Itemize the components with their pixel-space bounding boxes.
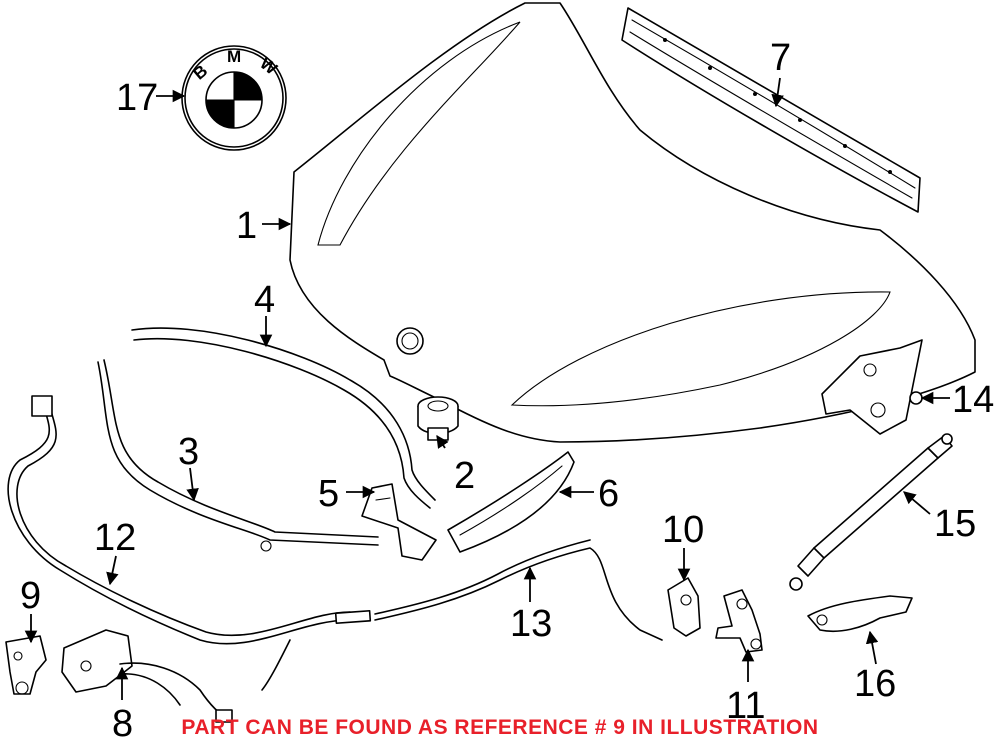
part-1-hood [289,2,976,443]
emblem-letter-m: M [227,47,241,66]
part-15-gas-strut [789,433,953,591]
callout-12: 12 [94,517,136,559]
callout-2: 2 [454,455,475,497]
part-5-bracket [361,483,437,561]
callout-14: 14 [952,379,994,421]
callout-6: 6 [598,473,619,515]
part-13-cable [334,539,663,641]
part-2-bump-stop [417,396,459,441]
callout-9: 9 [20,575,41,617]
emblem-letter-b: B [190,61,212,83]
callout-16: 16 [854,663,896,705]
callout-8: 8 [112,703,133,745]
part-16-hinge-strap [807,595,913,633]
part-3-front-seal [97,359,379,552]
callout-15: 15 [934,503,976,545]
callout-13: 13 [510,603,552,645]
leader-lines [24,77,950,700]
callout-11: 11 [726,685,765,727]
callout-7: 7 [770,37,791,79]
part-4-rubber-seal [131,327,436,509]
part-7-seal-strip [621,7,921,213]
callout-4: 4 [254,279,275,321]
callout-3: 3 [178,431,199,473]
callout-numbers: 1 2 3 4 5 6 7 8 9 10 11 12 13 14 15 16 1… [20,37,994,745]
callout-10: 10 [662,509,704,551]
part-17-emblem: B M W [181,45,287,151]
part-10-hinge-pad [667,577,701,637]
callout-17: 17 [116,77,158,119]
part-8-latch-assembly [61,629,233,723]
part-12-cable [7,395,351,691]
callout-5: 5 [318,473,339,515]
part-14-hinge [821,339,923,435]
part-6-side-trim [447,451,575,553]
part-9-latch [5,635,47,695]
part-11-hinge-bracket [715,589,763,653]
callout-1: 1 [236,205,257,247]
footer-reference-note: PART CAN BE FOUND AS REFERENCE # 9 IN IL… [181,716,819,739]
